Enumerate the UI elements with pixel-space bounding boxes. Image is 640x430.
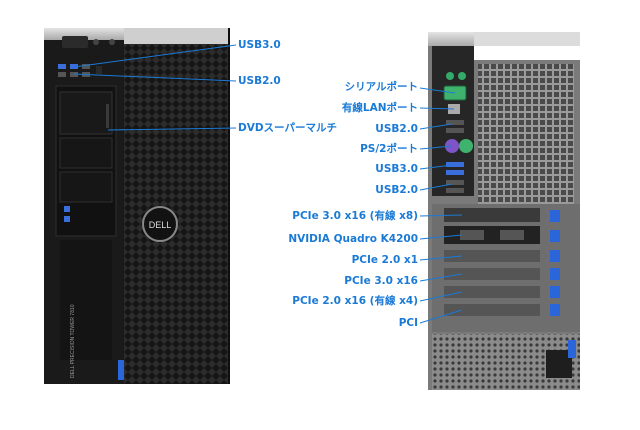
rear-usb2-port-top-2[interactable] [446,128,464,133]
rear-usb3-port-2[interactable] [446,170,464,175]
front-blue-latch [118,360,126,380]
ps2-keyboard-port[interactable] [459,139,473,153]
slot-pcie2-x1 [444,250,540,262]
slot-pci [444,304,540,316]
gpu-port-1[interactable] [460,230,484,240]
bay-cover-2 [59,171,113,203]
rear-top-bar [474,32,580,46]
leader-usb2a [419,123,453,130]
slot-pcie2-x16-x4 [444,286,540,298]
rear-tower [428,32,580,390]
leader-serial [419,87,456,94]
leader-pcie2x1 [419,255,463,261]
leader-gpu [419,234,463,240]
label-rear-serial: シリアルポート [344,81,418,93]
label-pcie2-x1: PCIe 2.0 x1 [351,254,418,266]
rear-usb2-port-bottom-2[interactable] [446,188,464,193]
leader-pcie3x16x8 [419,214,463,217]
rear-exhaust-grid [478,64,574,204]
label-rear-usb3: USB3.0 [375,163,418,175]
label-rear-lan: 有線LANポート [341,102,418,114]
bay-cover-1 [59,137,113,169]
bay-latch-2 [64,216,70,222]
dell-logo-icon [142,206,178,242]
label-rear-usb2-bottom: USB2.0 [375,184,418,196]
front-lower-panel [60,240,112,360]
leader-pcie3x16 [419,273,463,282]
power-indicator-icon [93,39,99,45]
label-front-dvd: DVDスーパーマルチ [238,122,337,134]
front-tower: DELL DELL PRECISION TOWER 7810 [44,28,230,384]
label-pcie2-x16-x4: PCIe 2.0 x16 (有線 x4) [292,295,418,307]
slot-pcie3-x16 [444,268,540,280]
rear-usb2-port-bottom-1[interactable] [446,180,464,185]
leader-ps2 [419,145,453,150]
leader-pci [419,309,463,324]
audio-jack-icon[interactable] [446,72,454,80]
rear-usb2-port-top-1[interactable] [446,120,464,125]
power-button-icon[interactable] [109,39,115,45]
front-model-text: DELL PRECISION TOWER 7810 [70,304,76,378]
expansion-slots [444,208,540,316]
leader-usb2b [419,183,453,191]
leader-pcie2x16x4 [419,291,463,302]
leader-front-usb2 [73,73,237,82]
label-front-usb2: USB2.0 [238,75,281,87]
gpu-port-2[interactable] [500,230,524,240]
label-front-usb3: USB3.0 [238,39,281,51]
leader-front-dvd [107,127,237,131]
front-mesh-grille [124,44,228,384]
dell-logo-text: DELL [149,220,172,230]
slot-pcie3-x16-x8 [444,208,540,222]
label-nvidia-quadro: NVIDIA Quadro K4200 [288,233,418,245]
leader-lines [73,44,463,324]
rear-handle-opening [474,46,580,60]
dvd-drive[interactable] [59,91,113,135]
label-pci: PCI [398,317,418,329]
front-display-window [62,36,88,48]
psu-blue-latch [568,340,576,358]
slot-blue-latches[interactable] [550,210,560,316]
leader-lan [419,107,455,110]
leader-front-usb3 [73,44,237,68]
leader-usb3 [419,164,453,170]
front-top-bar [124,28,228,44]
label-pcie3-x16-x8: PCIe 3.0 x16 (有線 x8) [292,210,418,222]
label-rear-usb2-top: USB2.0 [375,123,418,135]
power-inlet[interactable] [546,350,572,378]
label-rear-ps2: PS/2ポート [360,143,418,155]
label-pcie3-x16: PCIe 3.0 x16 [344,275,418,287]
bay-latch-1 [64,206,70,212]
rear-top-handle-left [428,32,474,46]
audio-jack-2-icon[interactable] [458,72,466,80]
rear-usb3-port-1[interactable] [446,162,464,167]
dvd-eject-slot [106,104,109,128]
